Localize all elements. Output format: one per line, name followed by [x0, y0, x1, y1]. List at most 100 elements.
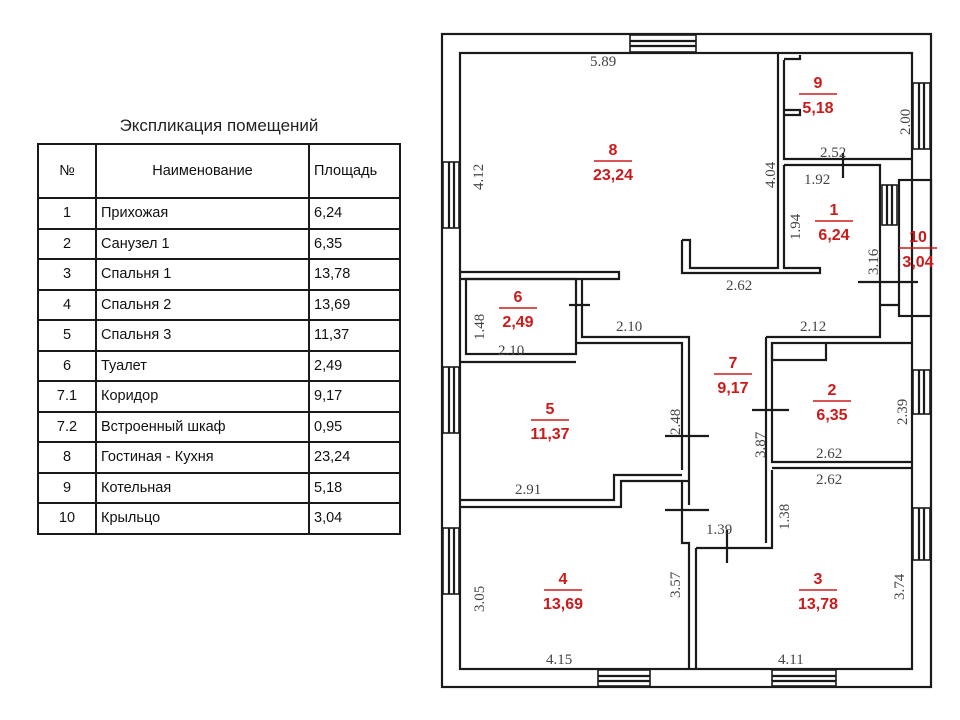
dim-5-89: 5.89 — [590, 54, 616, 70]
header-name: Наименование — [95, 143, 310, 199]
window-right-1 — [912, 82, 931, 150]
dim-1-92: 1.92 — [804, 172, 830, 188]
room-label-10: 103,04 — [899, 229, 937, 271]
window-left-1 — [442, 161, 460, 229]
cell-name: Санузел 1 — [95, 227, 310, 260]
table-header-row: № Наименование Площадь — [37, 143, 401, 199]
cell-area: 6,24 — [308, 197, 401, 230]
dim-4-11: 4.11 — [778, 652, 804, 668]
room-number: 7 — [729, 355, 738, 372]
cell-name: Крыльцо — [95, 502, 310, 535]
room-area: 13,78 — [798, 596, 838, 613]
room-number: 2 — [828, 382, 837, 399]
room-area: 23,24 — [593, 167, 633, 184]
room-area: 9,17 — [717, 380, 748, 397]
dim-2-62b: 2.62 — [816, 446, 842, 462]
room-area: 5,18 — [802, 100, 833, 117]
room-label-6: 62,49 — [499, 289, 537, 331]
dim-2-48: 2.48 — [668, 409, 684, 435]
room-label-9: 95,18 — [799, 75, 837, 117]
cell-num: 1 — [37, 197, 97, 230]
window-top — [629, 34, 697, 53]
room-number: 6 — [514, 289, 523, 306]
table-title: Экспликация помещений — [119, 116, 319, 135]
window-right-2 — [912, 369, 931, 415]
window-left-3 — [442, 527, 460, 595]
room-label-1: 16,24 — [815, 202, 853, 244]
room-area: 6,35 — [816, 407, 847, 424]
room-label-7: 79,17 — [714, 355, 752, 397]
dim-2-12: 2.12 — [800, 319, 826, 335]
cell-name: Спальня 1 — [95, 258, 310, 291]
dim-4-04: 4.04 — [763, 161, 779, 188]
cell-num: 6 — [37, 349, 97, 382]
window-left-2 — [442, 366, 460, 434]
cell-num: 4 — [37, 288, 97, 321]
window-bottom-2 — [771, 669, 837, 687]
room-label-2: 26,35 — [813, 382, 851, 424]
header-area: Площадь — [308, 143, 401, 199]
room-area: 11,37 — [530, 426, 569, 443]
outer-walls — [440, 32, 933, 689]
header-num: № — [37, 143, 97, 199]
dim-1-94: 1.94 — [788, 213, 804, 240]
cell-num: 2 — [37, 227, 97, 260]
dim-2-10a: 2.10 — [616, 319, 642, 335]
room-area: 3,04 — [902, 254, 933, 271]
room-number: 5 — [546, 401, 555, 418]
windows — [442, 34, 931, 687]
dimensions: 5.89 4.12 4.04 2.52 2.00 1.92 1.94 3.16 … — [471, 54, 914, 668]
dim-3-05: 3.05 — [472, 586, 488, 612]
door-markers — [569, 153, 918, 563]
dim-2-39: 2.39 — [895, 399, 911, 425]
room-number: 9 — [814, 75, 823, 92]
cell-name: Спальня 2 — [95, 288, 310, 321]
cell-num: 5 — [37, 319, 97, 352]
dim-1-48: 1.48 — [472, 314, 488, 340]
dim-2-62a: 2.62 — [726, 278, 752, 294]
interior-walls — [460, 53, 933, 669]
cell-area: 3,04 — [308, 502, 401, 535]
dim-1-39: 1.39 — [706, 522, 732, 538]
dim-2-91: 2.91 — [515, 482, 541, 498]
room-number: 10 — [909, 229, 927, 246]
room-area: 2,49 — [502, 314, 533, 331]
cell-name: Гостиная - Кухня — [95, 441, 310, 474]
dim-2-00: 2.00 — [898, 109, 914, 135]
room-number: 4 — [559, 571, 568, 588]
window-right-3 — [912, 507, 931, 561]
dim-4-15: 4.15 — [546, 652, 572, 668]
cell-num: 10 — [37, 502, 97, 535]
dim-2-62c: 2.62 — [816, 472, 842, 488]
room-number: 1 — [830, 202, 839, 219]
cell-area: 13,78 — [308, 258, 401, 291]
room-number: 8 — [609, 142, 618, 159]
dim-4-12: 4.12 — [471, 164, 487, 190]
dim-3-74: 3.74 — [892, 573, 908, 600]
cell-name: Встроенный шкаф — [95, 410, 310, 443]
dim-1-38: 1.38 — [777, 504, 793, 530]
room-area: 6,24 — [818, 227, 849, 244]
room-label-8: 823,24 — [593, 142, 633, 184]
cell-name: Прихожая — [95, 197, 310, 230]
dim-3-16: 3.16 — [866, 248, 882, 275]
window-porch — [881, 184, 898, 226]
room-label-4: 413,69 — [543, 571, 583, 613]
cell-num: 7.1 — [37, 380, 97, 413]
dim-3-87: 3.87 — [753, 431, 769, 458]
room-number: 3 — [814, 571, 823, 588]
window-bottom-1 — [597, 669, 651, 687]
dim-2-52: 2.52 — [820, 145, 846, 161]
dim-3-57: 3.57 — [668, 571, 684, 598]
room-label-3: 313,78 — [798, 571, 838, 613]
room-label-5: 511,37 — [530, 401, 569, 443]
dim-2-10b: 2.10 — [498, 343, 524, 359]
